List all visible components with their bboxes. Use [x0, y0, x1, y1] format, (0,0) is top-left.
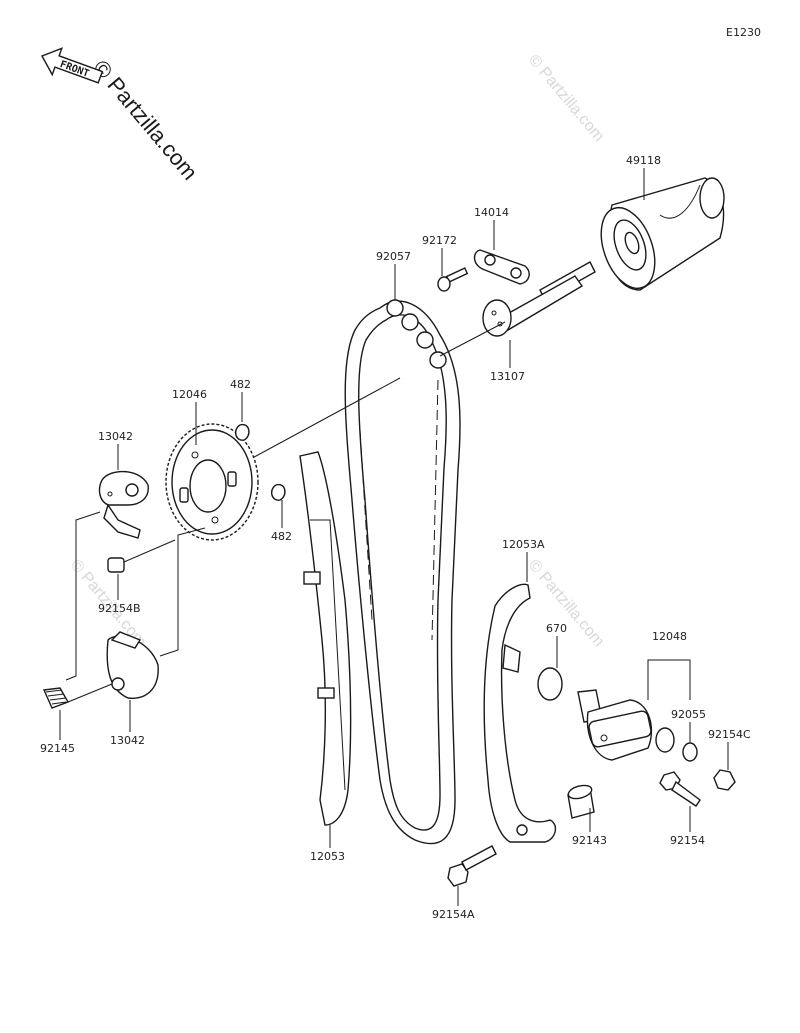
chain-guide-12053-icon: [299, 451, 352, 826]
label-bolt-92154a: 92154A: [432, 908, 475, 921]
leader-lines: [59, 168, 729, 906]
label-bolt-92172: 92172: [422, 234, 457, 247]
tensioner-12048-icon: [577, 689, 675, 761]
label-oring-670: 670: [546, 622, 567, 635]
label-circlip-bottom: 482: [271, 530, 292, 543]
label-plate-13107: 13107: [490, 370, 525, 383]
axis-line-right: [439, 321, 506, 357]
watermark-middle-right: © Partzilla.com: [525, 557, 607, 651]
gasket-92055-icon: [682, 742, 698, 762]
label-guide-12053: 12053: [310, 850, 345, 863]
label-decomp-weight-bottom: 13042: [110, 734, 145, 747]
label-gasket-92055: 92055: [671, 708, 706, 721]
decomp-weight-top-icon: [98, 470, 149, 539]
chain-guide-12053a-icon: [483, 583, 557, 843]
part-labels: 49118 14014 92172 92057 13107 12046 482 …: [40, 154, 751, 921]
watermark-top-right: © Partzilla.com: [525, 52, 607, 146]
bolt-92172-icon: [437, 267, 469, 292]
label-decomp-weight-top: 13042: [98, 430, 133, 443]
cam-bolt-shaft: [498, 275, 584, 331]
axis-line: [244, 377, 401, 463]
circlip-top-icon: [234, 423, 250, 441]
connector-line-right: [159, 527, 206, 657]
label-chain: 92057: [376, 250, 411, 263]
plate-14014-icon: [473, 249, 530, 285]
label-plate-14014: 14014: [474, 206, 509, 219]
circlip-bottom-icon: [270, 483, 286, 501]
label-collar-92143: 92143: [572, 834, 607, 847]
label-circlip-top: 482: [230, 378, 251, 391]
oring-670-icon: [537, 667, 563, 701]
label-camshaft: 49118: [626, 154, 661, 167]
label-sprocket: 12046: [172, 388, 207, 401]
collar-92143-icon: [567, 784, 595, 819]
bolt-92154b-icon: [107, 539, 176, 573]
bolt-92154c-icon: [713, 769, 736, 791]
label-bolt-92154c: 92154C: [708, 728, 751, 741]
label-tensioner: 12048: [652, 630, 687, 643]
sprocket-icon: [165, 423, 259, 541]
plate-13107-icon: [482, 299, 512, 337]
connector-line-left: [65, 511, 101, 681]
bolt-92154-icon: [659, 771, 701, 807]
watermark-logo: © Partzilla.com: [88, 55, 202, 185]
label-bolt-92154b: 92154B: [98, 602, 141, 615]
label-bolt-92154: 92154: [670, 834, 705, 847]
label-guide-12053a: 12053A: [502, 538, 545, 551]
cam-chain-icon: [344, 299, 461, 845]
decomp-weight-bottom-icon: [106, 631, 159, 699]
label-spring-92145: 92145: [40, 742, 75, 755]
bolt-92154a-icon: [447, 845, 497, 887]
spring-92145-icon: [42, 683, 113, 709]
diagram-code: E1230: [726, 26, 761, 39]
